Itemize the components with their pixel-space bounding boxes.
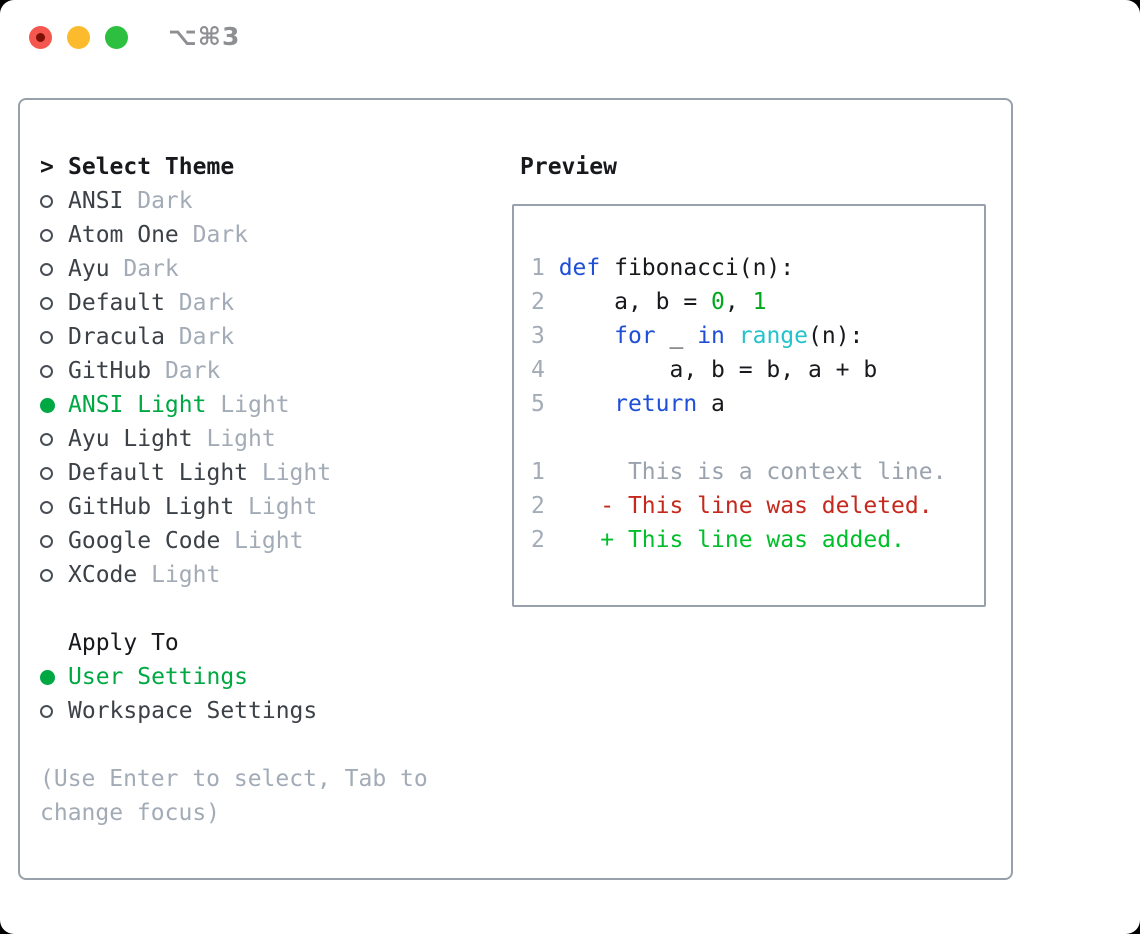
theme-option-default[interactable]: Default Dark	[40, 286, 480, 320]
apply-option-user-settings[interactable]: User Settings	[40, 660, 480, 694]
theme-variant-tag: Dark	[109, 256, 179, 282]
theme-option-label: XCode	[68, 562, 138, 588]
theme-option-default-light[interactable]: Default Light Light	[40, 456, 480, 490]
code-line: 5 return a	[531, 391, 725, 417]
code-line: 2 a, b = 0, 1	[531, 289, 767, 315]
theme-option-github[interactable]: GitHub Dark	[40, 354, 480, 388]
code-line: 1 def fibonacci(n):	[531, 255, 795, 281]
zoom-button[interactable]	[105, 26, 128, 49]
radio-icon[interactable]	[40, 262, 53, 276]
radio-icon[interactable]	[40, 466, 53, 480]
theme-variant-tag: Light	[206, 392, 290, 418]
radio-icon[interactable]	[40, 364, 53, 378]
blank-line	[531, 425, 984, 459]
theme-option-xcode[interactable]: XCode Light	[40, 558, 480, 592]
radio-icon[interactable]	[40, 534, 53, 548]
radio-icon[interactable]	[40, 432, 53, 446]
theme-option-label: Default Light	[68, 460, 249, 486]
minimize-button[interactable]	[67, 26, 90, 49]
theme-option-label: Ayu	[68, 256, 110, 282]
theme-option-google-code[interactable]: Google Code Light	[40, 524, 480, 558]
theme-option-label: Default	[68, 290, 165, 316]
preview-code-lines: 1 def fibonacci(n): 2 a, b = 0, 1 3 for _ …	[531, 255, 984, 561]
spacer	[40, 728, 480, 762]
title-bar: ⌥⌘3	[0, 0, 1140, 74]
theme-option-label: ANSI	[68, 188, 124, 214]
radio-icon[interactable]	[40, 194, 53, 208]
theme-option-atom-one[interactable]: Atom One Dark	[40, 218, 480, 252]
apply-option-workspace-settings[interactable]: Workspace Settings	[40, 694, 480, 728]
theme-variant-tag: Dark	[123, 188, 193, 214]
theme-variant-tag: Dark	[164, 290, 235, 316]
theme-variant-tag: Light	[234, 494, 318, 520]
theme-option-label: GitHub Light	[68, 494, 235, 520]
spacer	[40, 592, 480, 626]
theme-variant-tag: Dark	[164, 324, 235, 350]
radio-icon[interactable]	[40, 704, 53, 718]
theme-variant-tag: Light	[220, 528, 304, 554]
radio-icon[interactable]	[40, 330, 53, 344]
theme-variant-tag: Light	[137, 562, 221, 588]
code-line: 2 - This line was deleted.	[531, 493, 933, 519]
code-line: 1 This is a context line.	[531, 459, 947, 485]
theme-variant-tag: Dark	[178, 222, 249, 248]
apply-to-header: Apply To	[40, 626, 480, 660]
theme-variant-tag: Dark	[151, 358, 221, 384]
theme-variant-tag: Light	[192, 426, 276, 452]
apply-option-label: Workspace Settings	[68, 698, 318, 724]
theme-option-ansi-light[interactable]: ANSI Light Light	[40, 388, 480, 422]
apply-to-header-label: Apply To	[68, 630, 179, 656]
theme-option-label: Ayu Light	[68, 426, 193, 452]
preview-code-box: 1 def fibonacci(n): 2 a, b = 0, 1 3 for _ …	[512, 204, 986, 607]
radio-icon[interactable]	[40, 500, 53, 514]
help-text: (Use Enter to select, Tab to change focu…	[40, 766, 428, 826]
theme-option-github-light[interactable]: GitHub Light Light	[40, 490, 480, 524]
preview-header: Preview	[520, 154, 617, 180]
radio-icon[interactable]	[40, 568, 53, 582]
radio-selected-icon[interactable]	[40, 397, 55, 413]
focus-caret-icon: >	[40, 154, 54, 180]
theme-option-label: Dracula	[68, 324, 165, 350]
apply-option-label: User Settings	[68, 664, 249, 690]
theme-variant-tag: Light	[248, 460, 332, 486]
select-theme-header: > Select Theme	[40, 150, 480, 184]
select-theme-header-label: Select Theme	[68, 154, 235, 180]
preview-column: Preview 1 def fibonacci(n): 2 a, b = 0, 1…	[502, 150, 986, 607]
theme-option-dracula[interactable]: Dracula Dark	[40, 320, 480, 354]
theme-option-label: Atom One	[68, 222, 179, 248]
theme-option-ayu[interactable]: Ayu Dark	[40, 252, 480, 286]
window-title: ⌥⌘3	[168, 22, 241, 51]
theme-option-label: GitHub	[68, 358, 152, 384]
code-line: 3 for _ in range(n):	[531, 323, 864, 349]
theme-option-ayu-light[interactable]: Ayu Light Light	[40, 422, 480, 456]
close-button[interactable]	[29, 26, 52, 49]
radio-icon[interactable]	[40, 296, 53, 310]
theme-option-label: Google Code	[68, 528, 221, 554]
code-line: 2 + This line was added.	[531, 527, 905, 553]
radio-icon[interactable]	[40, 228, 53, 242]
theme-option-label: ANSI Light	[68, 392, 207, 418]
radio-selected-icon[interactable]	[40, 669, 55, 685]
theme-option-ansi[interactable]: ANSI Dark	[40, 184, 480, 218]
code-line: 4 a, b = b, a + b	[531, 357, 878, 383]
